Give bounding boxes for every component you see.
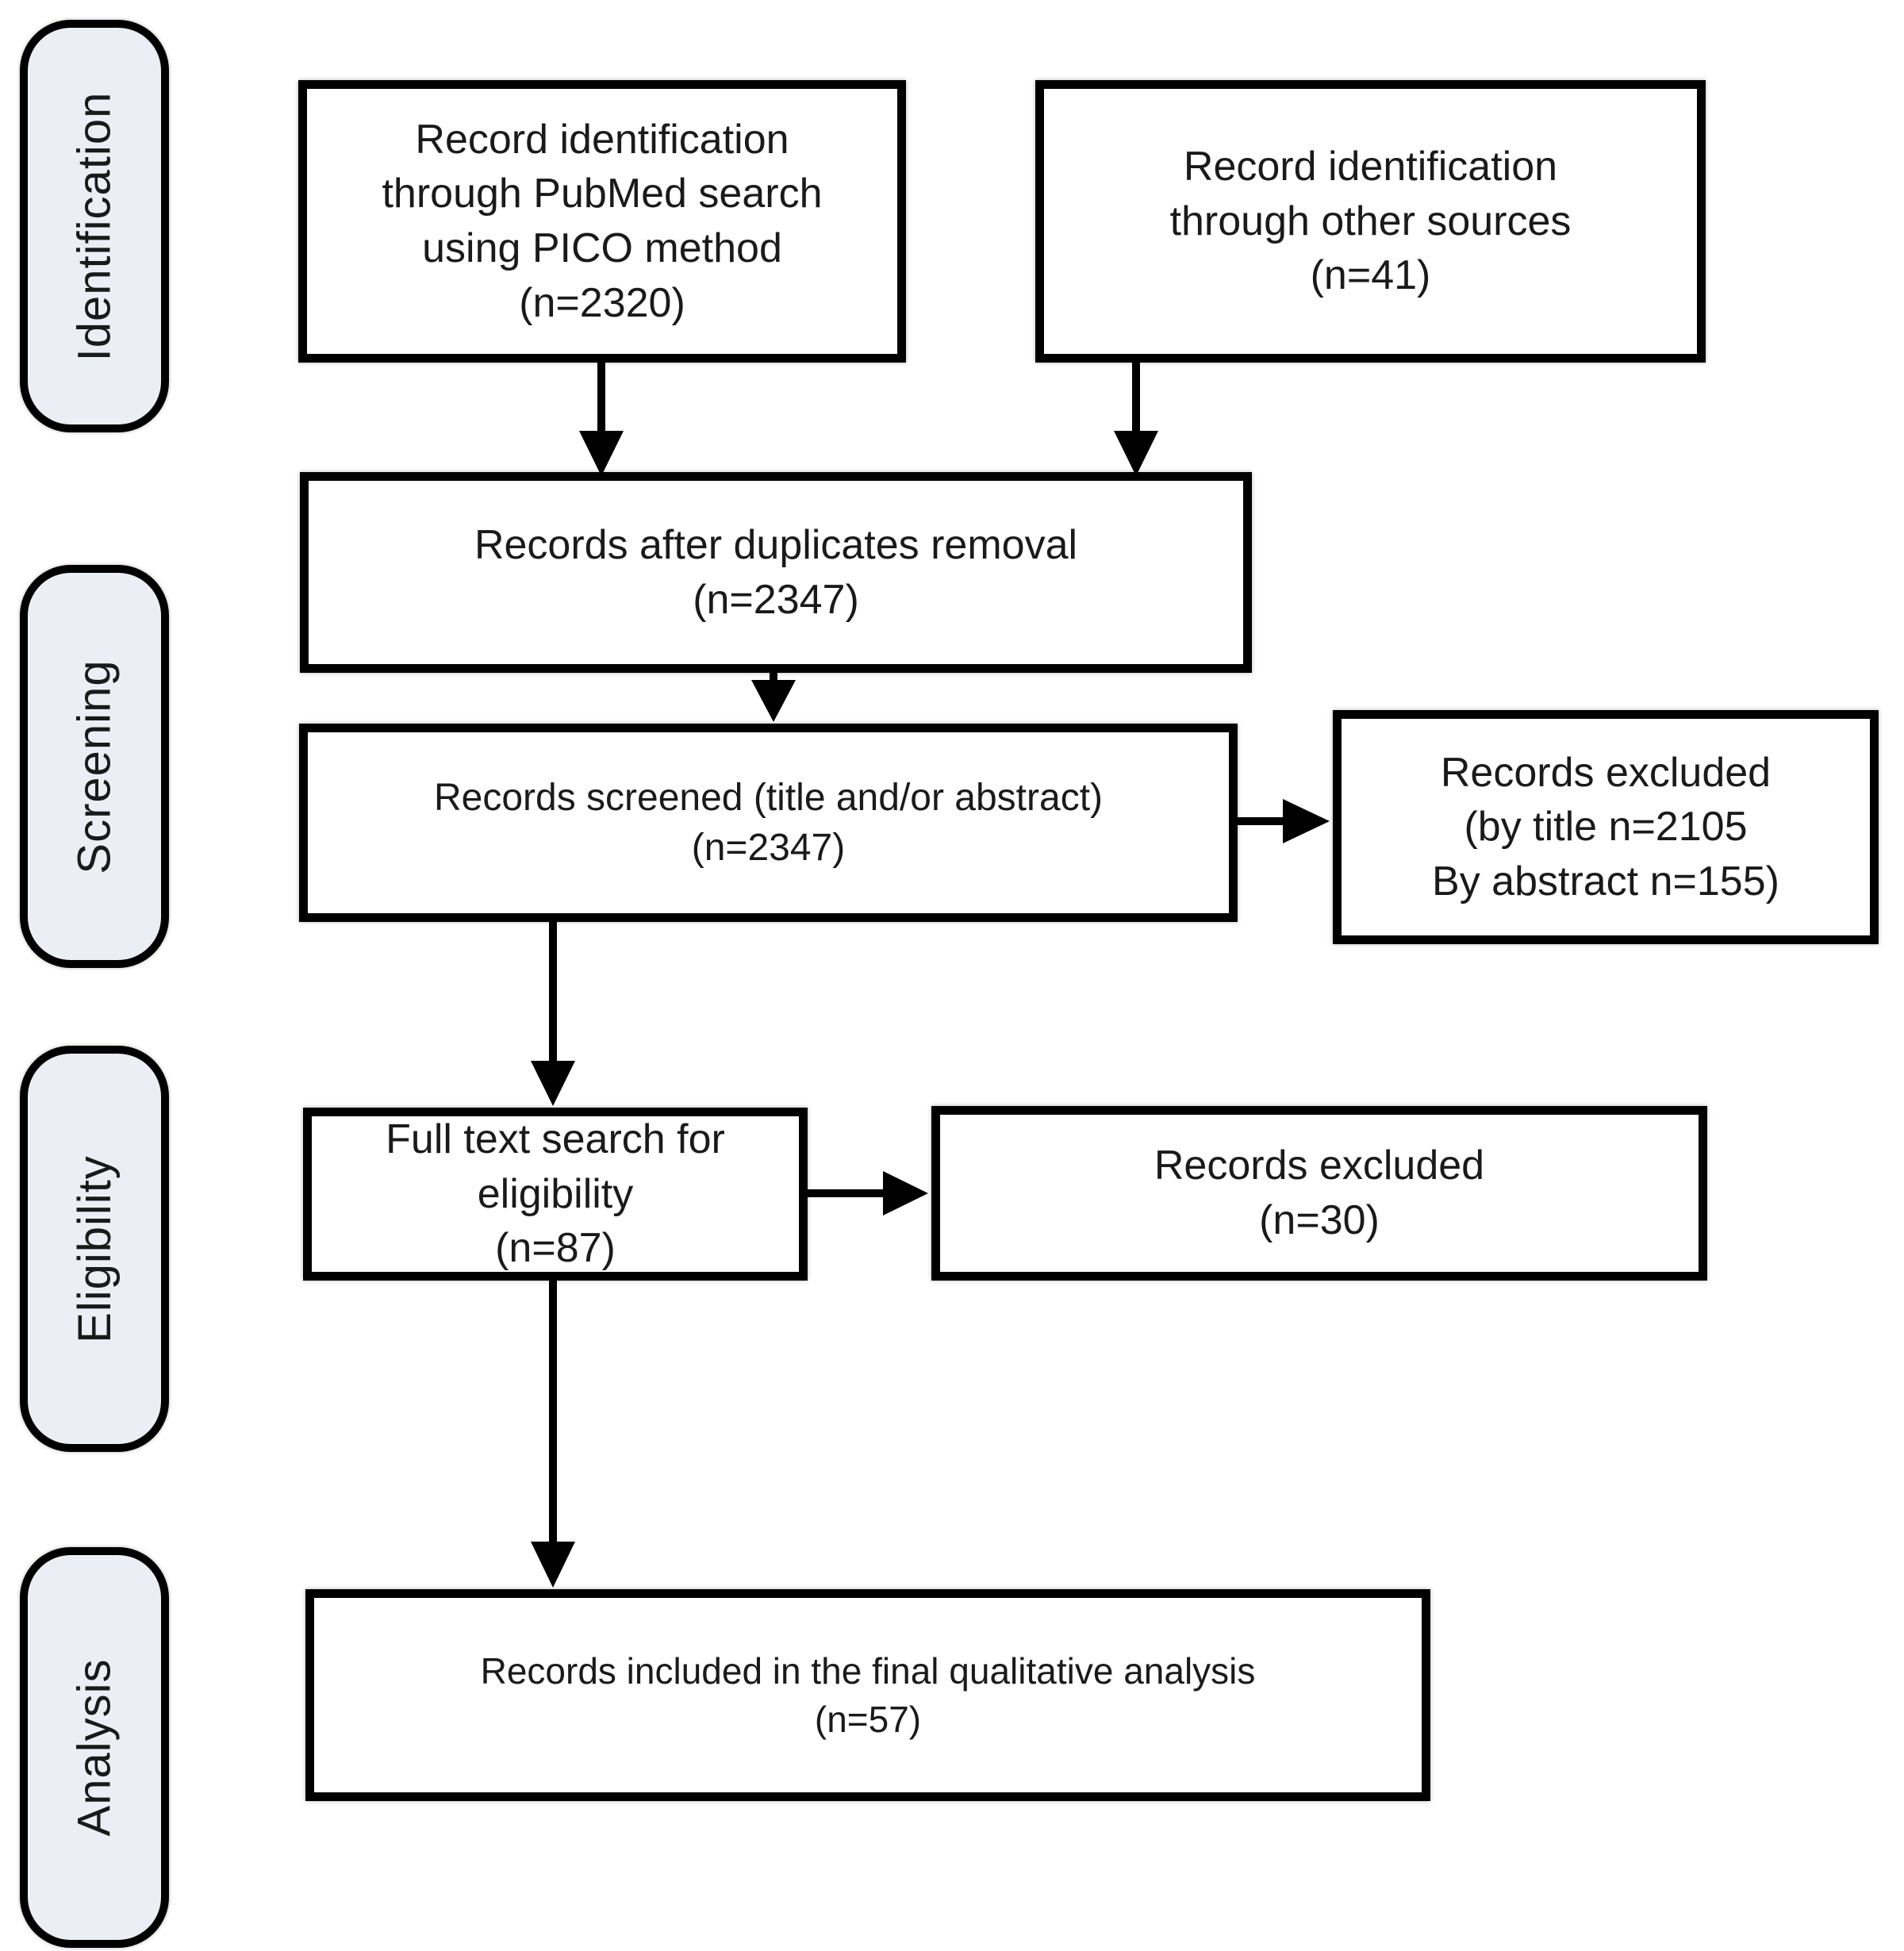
box-records-screened: Records screened (title and/or abstract)… (299, 724, 1238, 922)
stage-capsule-identification: Identification (20, 20, 169, 432)
box-pubmed-search: Record identification through PubMed sea… (298, 80, 906, 363)
box-full-text-search-text: Full text search for eligibility (n=87) (386, 1116, 725, 1272)
box-excluded-full-text-text: Records excluded (n=30) (1154, 1143, 1485, 1243)
arrow-full-text-to-included (531, 1277, 575, 1588)
box-records-screened-text: Records screened (title and/or abstract)… (433, 776, 1104, 869)
stage-capsule-analysis: Analysis (20, 1547, 169, 1948)
arrow-full-text-to-excluded (804, 1171, 928, 1216)
box-other-sources-text: Record identification through other sour… (1169, 144, 1572, 299)
box-pubmed-search-text: Record identification through PubMed sea… (382, 116, 823, 326)
stage-label-screening: Screening (68, 659, 121, 874)
arrow-pubmed-to-duplicates (579, 357, 624, 476)
box-full-text-search: Full text search for eligibility (n=87) (303, 1108, 808, 1281)
box-after-duplicates: Records after duplicates removal (n=2347… (300, 472, 1252, 673)
arrow-screened-to-full-text (531, 919, 575, 1106)
stage-label-identification: Identification (68, 91, 121, 361)
arrow-screened-to-excluded (1232, 799, 1330, 843)
stage-label-eligibility: Eligibility (68, 1154, 121, 1343)
box-other-sources: Record identification through other sour… (1035, 80, 1706, 363)
arrow-duplicates-to-screened (751, 670, 796, 722)
box-included-final-text: Records included in the final qualitativ… (480, 1650, 1256, 1740)
arrow-other-sources-to-duplicates (1114, 357, 1158, 476)
stage-capsule-screening: Screening (20, 565, 169, 968)
box-excluded-title-abstract-text: Records excluded (by title n=2105 By abs… (1432, 749, 1779, 904)
box-excluded-title-abstract: Records excluded (by title n=2105 By abs… (1333, 710, 1879, 944)
box-after-duplicates-text: Records after duplicates removal (n=2347… (474, 521, 1078, 623)
box-included-final: Records included in the final qualitativ… (305, 1589, 1430, 1801)
box-excluded-full-text: Records excluded (n=30) (931, 1106, 1707, 1281)
stage-label-analysis: Analysis (68, 1658, 121, 1837)
stage-capsule-eligibility: Eligibility (20, 1046, 169, 1452)
